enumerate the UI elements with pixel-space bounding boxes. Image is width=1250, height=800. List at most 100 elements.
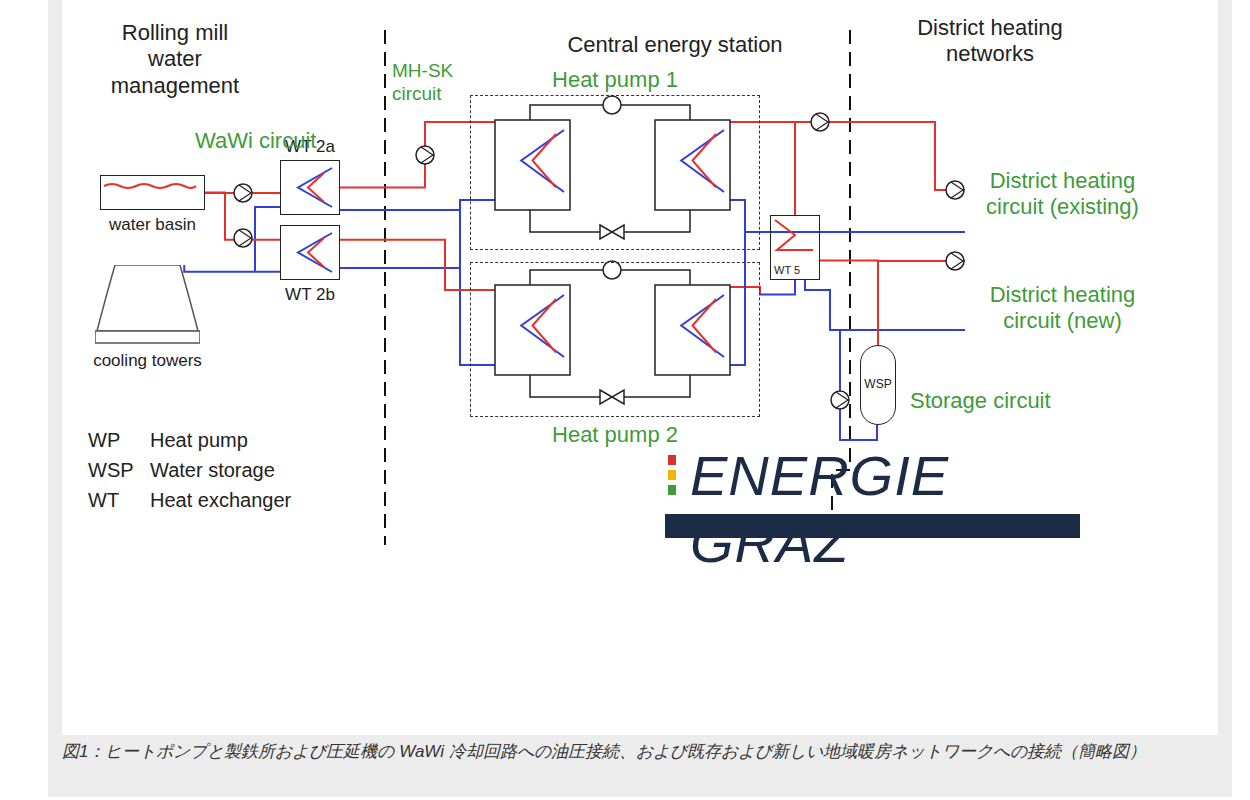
abbreviation: WP <box>88 428 148 452</box>
pump-impeller <box>816 114 828 130</box>
pump-circle <box>946 252 964 270</box>
heat-exchanger-box: WT 5 <box>770 215 820 280</box>
node-label: WT 5 <box>774 264 800 277</box>
pump-impeller <box>239 230 251 246</box>
heat-pump-group: Heat pump 1 <box>470 95 760 250</box>
flow-chevron <box>308 173 324 202</box>
abbreviation: WT <box>88 488 148 512</box>
flow-chevron <box>533 299 557 353</box>
figure-ground <box>62 0 1218 735</box>
heat-exchanger-box: WT 2b <box>280 225 340 280</box>
abbreviation: WSP <box>88 458 148 482</box>
supply-pipe <box>470 289 495 291</box>
expansion-valve <box>600 390 624 404</box>
flow-chevron <box>693 299 717 353</box>
return-pipe <box>805 280 965 330</box>
return-pipe <box>340 209 460 211</box>
pipe-connector <box>760 122 795 215</box>
supply-pipe <box>730 121 760 123</box>
flow-chevron <box>775 220 813 250</box>
flow-chevron <box>681 130 724 192</box>
pipe-connector <box>340 240 470 290</box>
circuit-name: District heating circuit (new) <box>975 282 1150 335</box>
return-pipe <box>340 267 460 269</box>
flow-chevron <box>681 295 724 357</box>
condenser-box <box>655 285 730 375</box>
pump-circle <box>234 184 252 202</box>
pump-symbol <box>234 229 252 247</box>
pipe-connector <box>340 122 470 188</box>
pump-symbol <box>946 181 964 199</box>
pump-symbol <box>234 184 252 202</box>
figure-caption: 図1：ヒートポンプと製鉄所および圧延機の WaWi 冷却回路への油圧接続、および… <box>62 742 1212 762</box>
pump-symbols <box>234 113 964 409</box>
compressor-symbol <box>603 261 621 279</box>
water-surface <box>104 184 196 188</box>
refrigerant-line <box>530 375 690 397</box>
flow-chevron <box>308 238 324 267</box>
pump-circle <box>811 113 829 131</box>
supply-pipe <box>795 122 965 190</box>
node-label: WSP <box>861 378 895 392</box>
return-pipe <box>460 200 495 365</box>
return-pipe <box>745 231 965 233</box>
return-pipe <box>730 200 745 365</box>
flow-chevron <box>533 134 557 188</box>
pump-symbol <box>831 391 849 409</box>
pump-circle <box>234 229 252 247</box>
logo-mark <box>668 455 676 465</box>
flow-chevron <box>298 168 332 207</box>
cooling-tower-outline <box>95 265 200 345</box>
circuit-name: District heating circuit (existing) <box>975 168 1150 221</box>
pump-circle <box>831 391 849 409</box>
abbreviation-meaning: Heat exchanger <box>150 488 350 512</box>
pump-impeller <box>951 253 963 269</box>
flow-chevron <box>521 295 564 357</box>
supply-pipe <box>470 121 495 123</box>
pump-impeller <box>951 182 963 198</box>
flow-chevron <box>693 134 717 188</box>
pump-impeller <box>421 147 433 163</box>
node-label: WT 2b <box>285 285 335 305</box>
logo-mark <box>668 485 676 495</box>
abbreviation-meaning: Heat pump <box>150 428 350 452</box>
pipe-connector <box>184 265 280 272</box>
figure-panel <box>48 0 1232 797</box>
pump-circle <box>416 146 434 164</box>
node-label: Heat pump 1 <box>552 67 678 92</box>
section-heading: District heating networks <box>895 15 1085 68</box>
section-heading: Rolling mill water management <box>95 20 255 99</box>
node-label: water basin <box>109 215 196 235</box>
section-divider <box>384 30 386 545</box>
heat-exchanger-symbols <box>298 96 813 404</box>
pipe-connector <box>760 280 795 295</box>
tower-shell <box>97 265 198 331</box>
evaporator-box <box>495 120 570 210</box>
compressor-symbol <box>603 96 621 114</box>
water-basin: water basin <box>100 175 205 210</box>
heat-exchanger-box: WT 2a <box>280 160 340 215</box>
flow-chevron <box>521 130 564 192</box>
circuit-name: WaWi circuit <box>195 128 345 154</box>
storage-tank: WSP <box>860 345 896 425</box>
circuit-name: Storage circuit <box>910 388 1080 414</box>
pump-impeller <box>239 185 251 201</box>
node-label: cooling towers <box>93 351 202 371</box>
expansion-valve <box>600 225 624 239</box>
evaporator-box <box>495 285 570 375</box>
condenser-box <box>655 120 730 210</box>
logo-mark <box>668 470 676 480</box>
section-heading: Central energy station <box>555 32 795 58</box>
pump-symbol <box>416 146 434 164</box>
pump-symbol <box>811 113 829 131</box>
pump-symbol <box>946 252 964 270</box>
circuit-name: MH-SK circuit <box>392 60 468 106</box>
tower-basin <box>95 331 200 343</box>
abbreviation-meaning: Water storage <box>150 458 350 482</box>
